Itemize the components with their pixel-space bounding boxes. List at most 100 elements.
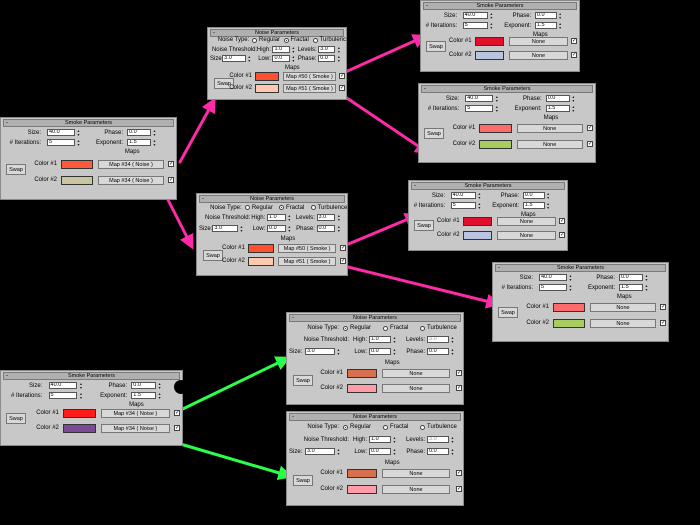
color1-swatch[interactable]: [61, 159, 93, 169]
size-field[interactable]: 40.0: [450, 192, 476, 199]
color1-swatch[interactable]: [63, 409, 97, 418]
swap-button[interactable]: Swap: [414, 220, 434, 232]
color2-map-button[interactable]: None: [516, 140, 583, 149]
color1-map-checkbox[interactable]: ✓: [174, 410, 180, 416]
panel-title-bar[interactable]: -Smoke Parameters: [3, 372, 180, 380]
phase-field-spinner[interactable]: ▲▼: [157, 382, 162, 390]
low-field-spinner[interactable]: ▲▼: [392, 348, 397, 356]
color2-map-checkbox[interactable]: ✓: [456, 485, 462, 492]
exponent-field[interactable]: 1.5: [522, 202, 545, 209]
size-field[interactable]: 3.0: [305, 348, 335, 355]
color1-map-button[interactable]: None: [382, 469, 450, 479]
exponent-field[interactable]: 1.5: [131, 392, 157, 399]
collapse-icon[interactable]: -: [6, 373, 8, 379]
low-field[interactable]: 0.0: [369, 348, 391, 355]
high-field-spinner[interactable]: ▲▼: [392, 435, 397, 444]
iterations-field[interactable]: 5: [450, 202, 476, 209]
phase-field[interactable]: 0.0: [318, 55, 336, 63]
low-field[interactable]: 0.0: [369, 447, 391, 455]
phase-field-spinner[interactable]: ▲▼: [558, 12, 563, 20]
levels-field-spinner[interactable]: ▲▼: [450, 336, 455, 344]
color2-map-checkbox[interactable]: ✓: [168, 177, 174, 184]
iterations-field[interactable]: 5: [462, 22, 488, 29]
collapse-icon[interactable]: -: [424, 86, 426, 92]
phase-field[interactable]: 0.0: [522, 192, 545, 199]
swap-button[interactable]: Swap: [426, 40, 446, 52]
panel-title-bar[interactable]: -Noise Parameters: [289, 413, 461, 421]
swap-button[interactable]: Swap: [6, 163, 26, 175]
iterations-field-spinner[interactable]: ▲▼: [76, 139, 81, 147]
exponent-field-spinner[interactable]: ▲▼: [157, 392, 162, 400]
swap-button[interactable]: Swap: [6, 412, 26, 424]
color1-map-checkbox[interactable]: ✓: [340, 244, 346, 251]
phase-field-spinner[interactable]: ▲▼: [450, 447, 455, 456]
size-field[interactable]: 40.0: [462, 12, 488, 19]
iterations-field[interactable]: 5: [47, 139, 75, 146]
iterations-field[interactable]: 5: [465, 105, 494, 112]
collapse-icon[interactable]: -: [6, 120, 8, 126]
radio-turbulence[interactable]: [420, 424, 425, 430]
low-field-spinner[interactable]: ▲▼: [392, 447, 397, 456]
high-field-spinner[interactable]: ▲▼: [291, 45, 296, 54]
color2-map-button[interactable]: Map #51 ( Smoke ): [282, 83, 337, 93]
iterations-field-spinner[interactable]: ▲▼: [568, 284, 573, 292]
color2-map-checkbox[interactable]: ✓: [559, 231, 565, 238]
exponent-field-spinner[interactable]: ▲▼: [571, 105, 576, 113]
low-field-spinner[interactable]: ▲▼: [291, 55, 296, 64]
color2-swatch[interactable]: [553, 319, 585, 328]
phase-field[interactable]: 0.0: [127, 129, 151, 136]
collapse-icon[interactable]: -: [292, 414, 294, 420]
radio-regular[interactable]: [252, 37, 258, 43]
color1-map-button[interactable]: None: [516, 124, 583, 133]
radio-turbulence[interactable]: [312, 37, 318, 43]
size-field-spinner[interactable]: ▲▼: [76, 129, 81, 137]
color2-map-checkbox[interactable]: ✓: [339, 84, 345, 91]
levels-field-spinner[interactable]: ▲▼: [336, 214, 341, 223]
color1-swatch[interactable]: [248, 243, 274, 253]
color2-map-checkbox[interactable]: ✓: [174, 425, 180, 432]
radio-turbulence[interactable]: [420, 325, 425, 331]
color1-map-button[interactable]: None: [590, 303, 656, 312]
size-field-spinner[interactable]: ▲▼: [489, 12, 494, 20]
phase-field[interactable]: 0.0: [534, 12, 557, 19]
iterations-field[interactable]: 5: [48, 392, 78, 399]
size-field[interactable]: 40.0: [539, 274, 567, 281]
exponent-field[interactable]: 1.5: [545, 105, 570, 112]
color2-swatch[interactable]: [347, 484, 377, 494]
color1-map-checkbox[interactable]: ✓: [559, 217, 565, 224]
panel-title-bar[interactable]: -Smoke Parameters: [3, 119, 174, 127]
panel-title-bar[interactable]: -Smoke Parameters: [411, 182, 565, 190]
color1-map-button[interactable]: Map #34 ( Noise ): [101, 409, 170, 418]
iterations-field-spinner[interactable]: ▲▼: [477, 202, 482, 210]
color1-swatch[interactable]: [479, 124, 512, 133]
phase-field[interactable]: 0.0: [316, 225, 336, 233]
levels-field[interactable]: 3.0: [318, 45, 336, 53]
high-field-spinner[interactable]: ▲▼: [287, 214, 292, 223]
color1-swatch[interactable]: [347, 469, 377, 479]
high-field[interactable]: 1.0: [369, 435, 391, 443]
size-field-spinner[interactable]: ▲▼: [336, 447, 341, 456]
color2-map-button[interactable]: Map #34 ( Noise ): [101, 424, 170, 434]
size-field-spinner[interactable]: ▲▼: [79, 382, 83, 390]
phase-field-spinner[interactable]: ▲▼: [152, 129, 157, 137]
panel-title-bar[interactable]: -Smoke Parameters: [423, 2, 577, 10]
color1-swatch[interactable]: [347, 369, 377, 378]
color2-swatch[interactable]: [61, 176, 93, 186]
size-field[interactable]: 40.0: [47, 129, 75, 136]
color2-swatch[interactable]: [475, 51, 505, 61]
collapse-icon[interactable]: -: [202, 196, 204, 202]
color2-map-button[interactable]: None: [590, 319, 656, 328]
color1-map-checkbox[interactable]: ✓: [571, 38, 577, 44]
color1-map-button[interactable]: None: [508, 37, 569, 46]
color1-swatch[interactable]: [475, 37, 505, 46]
low-field[interactable]: 0.0: [267, 225, 286, 233]
low-field[interactable]: 0.0: [272, 55, 290, 63]
exponent-field[interactable]: 1.5: [127, 139, 151, 146]
size-field[interactable]: 40.0: [48, 382, 78, 389]
color1-map-button[interactable]: Map #50 ( Smoke ): [278, 243, 337, 253]
color2-map-checkbox[interactable]: ✓: [587, 141, 593, 147]
phase-field-spinner[interactable]: ▲▼: [546, 192, 551, 200]
exponent-field-spinner[interactable]: ▲▼: [546, 202, 551, 210]
color2-map-button[interactable]: None: [382, 484, 450, 494]
size-field-spinner[interactable]: ▲▼: [568, 274, 573, 282]
